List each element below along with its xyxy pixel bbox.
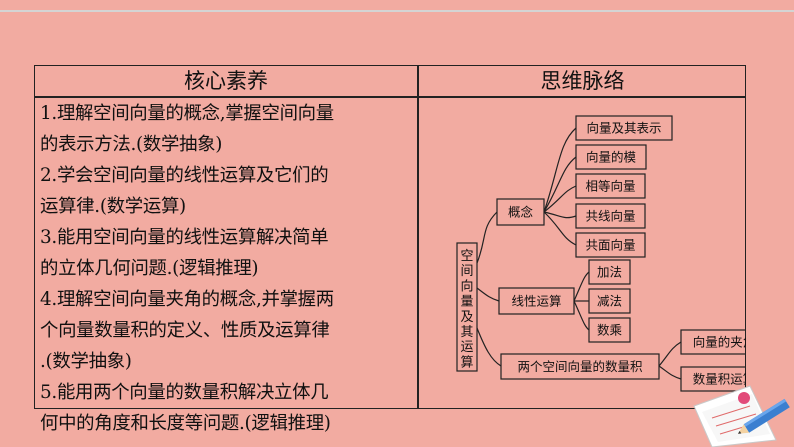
literacy-line: 个向量数量积的定义、性质及运算律 xyxy=(40,320,330,341)
top-divider-line xyxy=(0,10,794,12)
literacy-line: 4.理解空间向量夹角的概念,并掌握两 xyxy=(40,289,334,310)
connector-line xyxy=(658,365,682,380)
literacy-line: 3.能用空间向量的线性运算解决简单 xyxy=(40,227,329,248)
connector-line xyxy=(543,185,577,213)
connector-line xyxy=(658,341,682,367)
root-node: 空间向量及其运算 xyxy=(456,242,478,372)
root-label: 空间向量及其运算 xyxy=(460,249,473,370)
column-divider xyxy=(417,66,419,408)
connector-line xyxy=(543,211,577,246)
linear-child: 减法 xyxy=(588,288,631,314)
literacy-line: 何中的角度和长度等问题.(逻辑推理) xyxy=(40,413,331,434)
literacy-line: 的立体几何问题.(逻辑推理) xyxy=(40,258,259,279)
node-label: 数乘 xyxy=(597,323,623,338)
literacy-line: 运算律.(数学运算) xyxy=(40,196,186,217)
connector-line xyxy=(476,327,502,367)
node-label: 加法 xyxy=(597,265,622,280)
concept-child: 向量的模 xyxy=(575,144,647,170)
mind-map-diagram: 空间向量及其运算 概念 线性运算 两个空间向量的数量积 向量及其表示 向量的模 … xyxy=(456,115,746,392)
branch-dot-product: 两个空间向量的数量积 xyxy=(500,353,660,380)
branch-label: 概念 xyxy=(508,205,534,220)
connector-line xyxy=(543,156,577,213)
concept-child: 向量及其表示 xyxy=(575,115,673,141)
header-core-literacy: 核心素养 xyxy=(184,69,268,93)
content-table: 核心素养 思维脉络 1.理解空间向量的概念,掌握空间向量 的表示方法.(数学抽象… xyxy=(34,65,746,434)
branch-linear-ops: 线性运算 xyxy=(498,287,575,315)
node-label: 向量及其表示 xyxy=(586,121,661,136)
linear-child: 数乘 xyxy=(588,317,631,343)
node-label: 相等向量 xyxy=(585,179,635,194)
literacy-line: 的表示方法.(数学抽象) xyxy=(40,134,223,155)
node-label: 共面向量 xyxy=(585,238,635,253)
node-label: 共线向量 xyxy=(585,209,635,224)
dot-child: 向量的夹角 xyxy=(680,329,746,355)
node-label: 减法 xyxy=(597,294,622,309)
connector-line xyxy=(543,127,577,213)
branch-label: 线性运算 xyxy=(511,294,561,309)
linear-child: 加法 xyxy=(588,259,631,285)
branch-concept: 概念 xyxy=(496,198,545,226)
node-label: 数量积运算 xyxy=(693,372,746,387)
literacy-list: 1.理解空间向量的概念,掌握空间向量 的表示方法.(数学抽象) 2.学会空间向量… xyxy=(40,98,416,439)
dot-child: 数量积运算 xyxy=(680,366,746,392)
concept-child: 相等向量 xyxy=(575,173,646,199)
literacy-line: 2.学会空间向量的线性运算及它们的 xyxy=(40,165,329,186)
concept-child: 共面向量 xyxy=(575,232,646,258)
literacy-line: .(数学抽象) xyxy=(40,351,132,372)
node-label: 向量的夹角 xyxy=(693,335,746,350)
connector-line xyxy=(476,211,498,264)
header-mind-map: 思维脉络 xyxy=(540,69,625,93)
node-label: 向量的模 xyxy=(586,150,637,165)
connector-line xyxy=(573,300,590,331)
header-divider xyxy=(35,96,745,98)
literacy-line: 5.能用两个向量的数量积解决立体几 xyxy=(40,382,329,403)
note-pencil-illustration xyxy=(693,385,790,447)
concept-child: 共线向量 xyxy=(575,203,646,229)
literacy-line: 1.理解空间向量的概念,掌握空间向量 xyxy=(40,103,334,124)
branch-label: 两个空间向量的数量积 xyxy=(517,359,642,374)
connector-line xyxy=(543,211,577,219)
connector-line xyxy=(573,271,590,302)
connector-line xyxy=(476,287,500,302)
